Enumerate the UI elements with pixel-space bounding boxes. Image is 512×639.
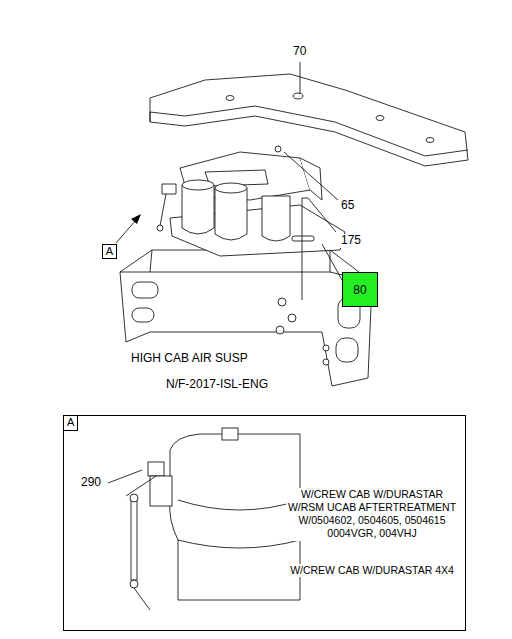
callout-number: 175: [340, 234, 362, 248]
detail-link: [134, 588, 150, 610]
view-letter: A: [63, 415, 78, 431]
frame-flange: [150, 106, 468, 156]
fitting: [275, 146, 281, 152]
detail-air-spring: [170, 434, 300, 600]
detail-rod-end: [130, 580, 138, 588]
leader-line: [322, 244, 342, 280]
crossmember: [120, 250, 372, 386]
callout-number: 290: [80, 476, 102, 490]
view-arrow-line: [116, 220, 136, 243]
leader-line: [284, 152, 338, 200]
air-spring: [182, 185, 214, 234]
air-spring-top: [215, 183, 247, 193]
callout-number: 65: [340, 199, 355, 213]
detail-arm: [126, 476, 156, 496]
view-reference-box: A: [102, 244, 117, 259]
callout-number: 70: [292, 45, 307, 59]
air-spring: [215, 188, 247, 240]
detail-rod: [131, 500, 137, 580]
note-text: W/CREW CAB W/DURASTAR W/RSM UCAB AFTERTR…: [286, 488, 458, 541]
crossmember-hole: [132, 282, 158, 298]
note-text: W/CREW CAB W/DURASTAR 4X4: [286, 564, 458, 577]
bolt: [276, 326, 284, 334]
frame-rail: [150, 74, 468, 166]
leader-line: [108, 470, 142, 483]
caption-text: N/F-2017-ISL-ENG: [165, 378, 269, 392]
crossmember-hole: [132, 308, 154, 322]
detail-fitting: [222, 428, 238, 440]
callout-number: 80: [353, 283, 366, 297]
linkage-rod: [160, 194, 166, 226]
frame-hole: [376, 116, 384, 121]
bolt: [323, 359, 329, 365]
detail-seam: [178, 500, 300, 548]
view-letter: A: [106, 246, 113, 257]
frame-hole: [226, 96, 234, 101]
air-spring-top: [182, 180, 214, 190]
rod-end: [157, 225, 163, 231]
caption-text: HIGH CAB AIR SUSP: [130, 352, 249, 366]
bolt: [278, 298, 286, 306]
crossmember-hole: [336, 338, 358, 362]
frame-hole: [293, 93, 303, 99]
frame-hole: [426, 138, 434, 143]
detail-rod-end: [130, 494, 138, 502]
detail-valve-body: [150, 476, 172, 506]
detail-view-panel: A W/CREW CAB W/DURASTAR W/RSM UCAB AFTERT…: [63, 415, 466, 631]
bolt: [323, 345, 329, 351]
detail-valve: [148, 462, 164, 476]
callout-box-highlight: 80: [342, 272, 378, 307]
bolt: [288, 314, 296, 322]
damper: [262, 196, 290, 241]
view-arrowhead: [131, 214, 141, 224]
leveling-valve: [162, 184, 176, 194]
slot: [292, 236, 314, 241]
upper-bracket-side: [300, 158, 322, 200]
leader-line: [302, 198, 336, 300]
leader-line: [300, 62, 301, 94]
